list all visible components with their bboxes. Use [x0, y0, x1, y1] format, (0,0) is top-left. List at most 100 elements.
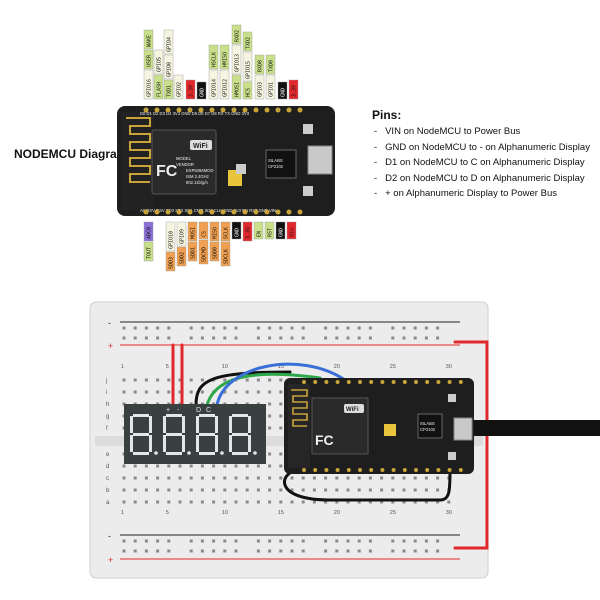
pin-tag [187, 221, 198, 242]
pin-tag [265, 74, 276, 100]
display-pin-d: D [196, 407, 201, 414]
header-pins [143, 107, 303, 215]
module-model-text: MODEL [176, 156, 192, 161]
svg-text:WiFi: WiFi [346, 407, 359, 413]
pin-tag [165, 221, 176, 252]
pin-tag-label: GPIO15 [246, 61, 252, 79]
pin-tag [143, 221, 154, 242]
pin-tag-label: HCS [246, 88, 252, 97]
pin-tag-label: GPIO10 [169, 231, 175, 249]
pin-tag [254, 74, 265, 100]
pin-tag-label: TXD0 [269, 60, 275, 72]
pin-tag [253, 221, 264, 240]
pin-tag [163, 29, 174, 55]
nodemcu-board-breadboard: WiFi FC SILABS CP2102 [284, 378, 474, 474]
connection-item: D1 on NodeMCU to C on Alphanumeric Displ… [374, 155, 590, 171]
pin-tag [242, 81, 253, 100]
black-wire-gnd-2 [283, 468, 452, 502]
row-letter: a [106, 500, 110, 506]
row-letter: j [105, 378, 107, 384]
pin-tag [176, 221, 187, 247]
column-number: 20 [334, 510, 340, 516]
pin-tag [143, 241, 154, 262]
pin-tag [288, 79, 299, 100]
pin-tag-label: GPIO9 [180, 229, 186, 244]
pin-tag-label: TOUT [147, 247, 153, 259]
pin-tag [242, 51, 253, 82]
pin-tag-label: RST [268, 228, 274, 237]
pin-tag [176, 246, 187, 267]
pin-tag-label: Vin [290, 228, 296, 237]
pin-tag [231, 74, 242, 100]
fc-logo: FC [156, 163, 178, 180]
pin-tag [220, 221, 231, 242]
column-number: 30 [446, 364, 452, 370]
column-number: 30 [446, 510, 452, 516]
svg-text:ESP8266MOD: ESP8266MOD [186, 168, 213, 173]
pin-tag [275, 221, 286, 240]
pin-tag-label: SDD3 [169, 257, 175, 269]
pin-tag [208, 44, 219, 70]
pin-tag-label: 3.3V [292, 85, 298, 97]
row-letter: b [106, 488, 110, 494]
svg-text:VENDOR: VENDOR [176, 162, 194, 167]
pin-tag [143, 29, 154, 50]
pin-tag-label: WAKE [147, 35, 153, 47]
blue-wire-d2 [215, 362, 347, 407]
pin-tag-label: USER [147, 54, 153, 67]
svg-text:FC: FC [315, 432, 334, 448]
nodemcu-board-top: WiFi FC MODEL VENDOR ESP8266MOD ISM 2.4G… [117, 106, 335, 216]
svg-text:CP2102: CP2102 [420, 427, 436, 432]
wires [171, 340, 600, 550]
row-letter: c [106, 476, 109, 482]
pin-tag-label: 3.3V [246, 227, 252, 239]
pin-tag [198, 221, 209, 240]
diagram-title: NODEMCU Diagram [14, 147, 128, 161]
pin-tag [254, 54, 265, 75]
pin-tag [231, 221, 242, 240]
pin-tag-label: GND [281, 88, 287, 97]
silabs-chip-label: SILABS [268, 158, 283, 163]
pin-tag [198, 239, 209, 265]
column-number: 25 [390, 510, 396, 516]
pin-tag-label: GPIO5 [157, 57, 163, 72]
svg-text:+: + [108, 555, 113, 565]
pin-tag [165, 251, 176, 272]
pin-tag-label: 3.3V [189, 85, 195, 97]
wifi-logo: WiFi [193, 143, 208, 150]
connection-item: VIN on NodeMCU to Power Bus [374, 124, 590, 140]
svg-text:CP2102: CP2102 [268, 164, 284, 169]
column-number: 10 [222, 364, 228, 370]
alphanumeric-display: + - D C [124, 404, 266, 464]
connection-list: VIN on NodeMCU to Power Bus GND on NodeM… [374, 124, 590, 202]
connection-item: D2 on NodeMCU to D on Alphanumeric Displ… [374, 171, 590, 187]
pin-tag-label: SCLK [224, 227, 230, 239]
rail-plus-label: + [108, 341, 113, 351]
pins-title: Pins: [372, 108, 402, 122]
pin-tag-label: TXD1 [167, 85, 173, 97]
pin-tag [153, 49, 164, 75]
pin-tag [143, 69, 154, 100]
pin-tag-label: MISO [213, 227, 219, 239]
pin-tag [242, 31, 253, 52]
column-number: 10 [222, 510, 228, 516]
pin-tag-label: SDD0 [213, 247, 219, 259]
svg-text:SILABS: SILABS [420, 421, 435, 426]
column-number: 5 [166, 510, 169, 516]
column-number: 25 [390, 364, 396, 370]
pin-tag-label: EN [257, 231, 263, 237]
pin-tag [265, 54, 276, 75]
pin-tag-label: SDD1 [191, 247, 197, 259]
bottom-pin-tags: ADC0TOUTGPIO10SDD3GPIO9SDD2MOSISDD1CSSDC… [143, 221, 297, 272]
pin-tag-label: TXD2 [246, 37, 252, 49]
bottom-pin-row: A0 RSV RSV SD3 SD2 SD1 CMD SD0 CLK GND 3… [140, 208, 276, 213]
pin-tag [277, 81, 288, 100]
pin-tag-label: FLASH [157, 82, 163, 97]
pin-tag-label: GPIO13 [235, 54, 241, 72]
row-letter: h [106, 402, 109, 408]
pin-tag [219, 69, 230, 100]
pin-tag-label: CS [202, 231, 208, 237]
top-pin-tags: GPIO16USERWAKEFLASHGPIO5TXD1GPIO0GPIO4GP… [143, 24, 299, 100]
pin-tag-label: GPIO3 [258, 82, 264, 97]
display-pin-plus: + [166, 407, 170, 414]
